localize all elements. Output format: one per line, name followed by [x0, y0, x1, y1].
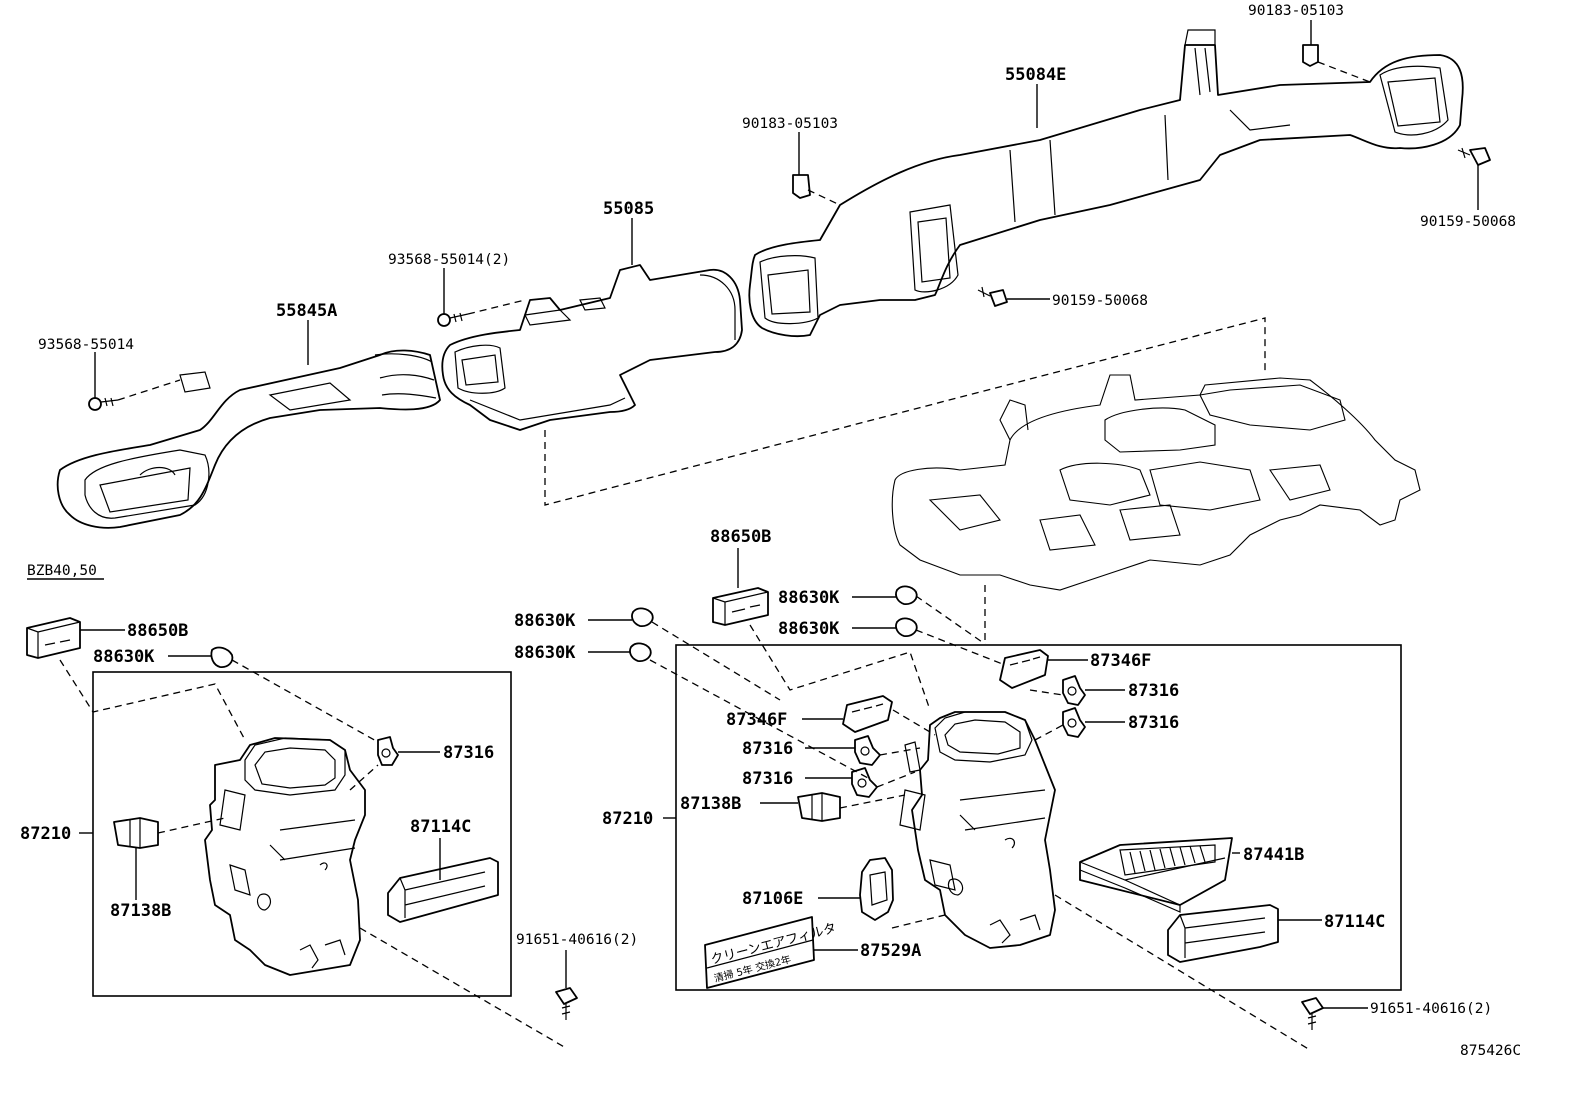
right-clip-88630k-c[interactable]	[895, 585, 918, 605]
label-right-87346f-b: 87346F	[726, 710, 787, 730]
label-left-88630k: 88630K	[93, 647, 155, 667]
label-55085: 55085	[603, 199, 654, 219]
label-90159-right: 90159-50068	[1420, 214, 1516, 230]
label-left-87316: 87316	[443, 743, 494, 763]
left-actuator-87316[interactable]	[377, 736, 399, 766]
label-right-87346f-a: 87346F	[1090, 651, 1151, 671]
label-right-87316-d: 87316	[742, 769, 793, 789]
duct-55845a[interactable]	[56, 349, 441, 529]
right-blower-unit-87210[interactable]	[899, 711, 1056, 949]
left-sensor-87138b[interactable]	[113, 817, 159, 849]
duct-55085[interactable]	[441, 264, 743, 431]
left-clip-88630k[interactable]	[210, 646, 234, 668]
right-module-87346f-b[interactable]	[842, 695, 893, 733]
filter-sticker-87529a[interactable]: クリーンエアフィルタ 清掃 5年 交換2年	[704, 916, 838, 989]
variant-label: BZB40,50	[27, 563, 97, 579]
label-right-87529a: 87529A	[860, 941, 921, 961]
right-leaders	[588, 548, 1368, 1051]
label-left-91651: 91651-40616(2)	[516, 932, 638, 948]
label-left-88650b: 88650B	[127, 621, 188, 641]
screw-90159-right[interactable]	[1457, 147, 1491, 166]
right-actuator-87316-c[interactable]	[854, 735, 881, 766]
right-cover-87114c[interactable]	[1167, 904, 1279, 963]
right-sensor-87138b[interactable]	[797, 792, 841, 822]
label-right-88630k-c: 88630K	[778, 588, 840, 608]
label-93568: 93568-55014	[38, 337, 134, 353]
right-actuator-87316-d[interactable]	[851, 767, 878, 798]
right-clip-88630k-b[interactable]	[629, 642, 652, 662]
label-right-87316-b: 87316	[1128, 713, 1179, 733]
duct-55084e[interactable]	[748, 29, 1464, 338]
variant-label-group: BZB40,50	[27, 563, 104, 580]
label-right-87316-c: 87316	[742, 739, 793, 759]
label-90159-mid: 90159-50068	[1052, 293, 1148, 309]
label-right-88630k-a: 88630K	[514, 611, 576, 631]
label-right-87138b: 87138B	[680, 794, 741, 814]
label-90183-mid: 90183-05103	[742, 116, 838, 132]
label-right-87441b: 87441B	[1243, 845, 1304, 865]
label-55084e: 55084E	[1005, 65, 1066, 85]
top-leaders	[94, 20, 1479, 506]
labels: 55084E 90183-05103 90183-05103 90159-500…	[20, 3, 1521, 1059]
right-actuator-87316-a[interactable]	[1062, 675, 1086, 706]
label-left-87114c: 87114C	[410, 817, 471, 837]
left-assembly-frame	[92, 671, 512, 997]
label-right-88630k-d: 88630K	[778, 619, 840, 639]
left-module-88650b[interactable]	[26, 617, 81, 659]
left-blower-unit-87210[interactable]	[204, 737, 366, 976]
right-clip-88630k-d[interactable]	[895, 617, 918, 637]
right-actuator-87316-b[interactable]	[1062, 707, 1086, 738]
label-left-87138b: 87138B	[110, 901, 171, 921]
label-right-87114c: 87114C	[1324, 912, 1385, 932]
clip-90183-mid[interactable]	[792, 174, 811, 199]
right-door-87106e[interactable]	[859, 857, 894, 921]
label-55845a: 55845A	[276, 301, 337, 321]
clip-90183-top[interactable]	[1302, 44, 1319, 67]
label-right-87210: 87210	[602, 809, 653, 829]
screw-93568[interactable]	[88, 397, 119, 411]
right-filter-87441b[interactable]	[1079, 837, 1233, 913]
left-cover-87114c[interactable]	[387, 857, 499, 923]
screw-90159-mid[interactable]	[977, 286, 1008, 307]
label-93568-2: 93568-55014(2)	[388, 252, 510, 268]
label-right-88630k-b: 88630K	[514, 643, 576, 663]
label-left-87210: 87210	[20, 824, 71, 844]
label-right-87106e: 87106E	[742, 889, 803, 909]
right-module-87346f-a[interactable]	[999, 649, 1049, 689]
label-90183-top: 90183-05103	[1248, 3, 1344, 19]
left-leaders	[59, 629, 567, 1049]
label-right-91651: 91651-40616(2)	[1370, 1001, 1492, 1017]
screw-93568-2[interactable]	[437, 312, 469, 327]
right-clip-88630k-a[interactable]	[631, 607, 654, 627]
label-right-87316-a: 87316	[1128, 681, 1179, 701]
drawing-id: 875426C	[1460, 1043, 1521, 1059]
label-right-88650b: 88650B	[710, 527, 771, 547]
right-module-88650b[interactable]	[712, 587, 769, 626]
dashboard-outline	[891, 374, 1421, 591]
right-screw-91651[interactable]	[1301, 997, 1324, 1030]
left-screw-91651[interactable]	[555, 987, 578, 1020]
